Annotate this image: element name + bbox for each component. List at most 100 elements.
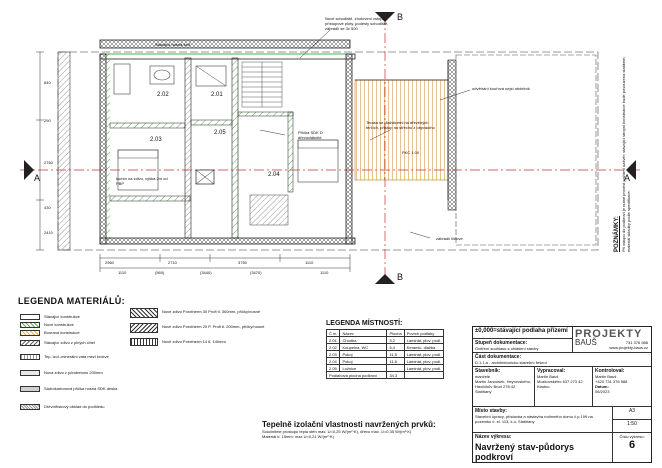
logo: PROJEKTY BAUŠ 731 376 988 www.projekty-b… bbox=[573, 327, 651, 353]
dim-bottom-3: 3750 bbox=[238, 260, 247, 265]
table-cell: Laminát, plov. podl. bbox=[403, 357, 445, 365]
legend-item-brick: Stávající zdivo z plných cihel bbox=[44, 340, 95, 345]
swatch-porobeton bbox=[20, 370, 40, 376]
logo-sub: BAUŠ bbox=[575, 338, 597, 347]
dim-bottom-5: 1110 bbox=[118, 270, 127, 275]
legend-item-existing: Stávající konstrukce bbox=[44, 314, 80, 319]
part-cell: Část dokumentace: D.1.1.a - architektoni… bbox=[473, 353, 651, 367]
table-cell: 6,4 bbox=[386, 343, 405, 351]
thermal-title: Tepelně izolační vlastnosti navržených p… bbox=[262, 420, 436, 429]
dim-left-4: 430 bbox=[44, 205, 51, 210]
place-cell: Místo stavby: Stavební úpravy, přístavba… bbox=[473, 407, 613, 433]
dim-left-5: 2410 bbox=[44, 230, 53, 235]
room-table: Č.m. Název Plocha Povrch podlahy 2.01 Ch… bbox=[325, 329, 445, 379]
dim-bottom-8: (3470) bbox=[250, 270, 262, 275]
notes-title: POZNÁMKY: bbox=[614, 216, 620, 252]
total-value: 34,3 bbox=[386, 371, 405, 379]
drawing-number-cell: Číslo výkresu: 6 bbox=[613, 433, 651, 462]
dim-bottom-6: (560) bbox=[155, 270, 165, 275]
table-cell: 2.05 bbox=[325, 364, 341, 372]
checked-label: Kontroloval: bbox=[595, 368, 625, 374]
table-cell bbox=[386, 364, 405, 372]
dim-left-2: 290 bbox=[44, 118, 51, 123]
part-label: Část dokumentace: bbox=[475, 354, 522, 360]
format-cell: A3 bbox=[613, 407, 651, 420]
drawing-area: Nové schodiště, zhotovení vstupů, přístu… bbox=[20, 12, 646, 284]
thermal-line-2: Materiál tl. 15mm: max U=0,21 W/(m²·K) bbox=[262, 434, 334, 439]
swatch-insulation bbox=[20, 354, 40, 360]
notes-text: Při vstupu do podkroví je nutné provést … bbox=[621, 56, 631, 252]
room-label-205: 2.05 bbox=[214, 130, 226, 136]
floor-plan bbox=[20, 12, 640, 284]
stage-value: Ověření souhlasu s ohlášení stavby bbox=[475, 346, 539, 351]
logo-phone: 731 376 988 bbox=[625, 340, 648, 345]
table-row: 2.05 Ložnice Laminát, plov. podl. bbox=[325, 364, 445, 372]
builder-value: manželé bbox=[475, 374, 491, 379]
swatch-demolished bbox=[20, 330, 40, 336]
table-cell: 2.03 bbox=[325, 350, 341, 358]
dim-bottom-1: 2960 bbox=[105, 260, 114, 265]
drawing-title-cell: Název výkresu: Navržený stav-půdorys pod… bbox=[473, 433, 613, 462]
notes-vertical: POZNÁMKY: Při vstupu do podkroví je nutn… bbox=[606, 40, 646, 255]
builder-address: Martin Janoušek, Heyrovského, Havlíčkův … bbox=[475, 379, 532, 394]
table-cell: Laminát, plov. podl. bbox=[403, 336, 445, 344]
table-cell bbox=[403, 371, 445, 379]
place-value: Stavební úpravy, přístavba a nástavba ro… bbox=[475, 414, 593, 424]
stage-label: Stupeň dokumentace: bbox=[475, 340, 528, 346]
scale-cell: 1:50 bbox=[613, 420, 651, 433]
note-terrace: Terasa se dlaždicemi na dřevěných terčíc… bbox=[366, 120, 435, 130]
room-legend: LEGENDA MÍSTNOSTÍ: Č.m. Název Plocha Pov… bbox=[325, 320, 461, 379]
room-table-header: Č.m. Název Plocha Povrch podlahy bbox=[325, 329, 445, 337]
author-cell: Vypracoval: Martin Bauš Mozkovského 637 … bbox=[535, 367, 593, 407]
legend-item-new: Nové konstrukce bbox=[44, 322, 74, 327]
header-cell: Název bbox=[339, 329, 388, 337]
stage-cell: Stupeň dokumentace: Ověření souhlasu s o… bbox=[473, 339, 573, 353]
swatch-sdk bbox=[20, 386, 40, 392]
swatch-brick bbox=[20, 340, 40, 346]
legend-item-sdk: Sádrokartonová příčka nosná SDK deska bbox=[44, 386, 118, 391]
legend-item-demolished: Bouraná konstrukce bbox=[44, 330, 80, 335]
drawing-label: Název výkresu: bbox=[475, 434, 512, 440]
legend-right-item-1: Nové zdivo Porotherm 30 Profi tl. 300mm,… bbox=[162, 309, 261, 314]
swatch-new bbox=[20, 322, 40, 328]
dim-left-3: 2760 bbox=[44, 160, 53, 165]
table-cell: Koupelna, WC bbox=[339, 343, 388, 351]
table-cell: Pokoj bbox=[339, 350, 388, 358]
note-exit-roof: odvětrání kouřová nejsí obdélník bbox=[472, 86, 530, 91]
place-label: Místo stavby: bbox=[475, 408, 507, 414]
author-name: Martin Bauš bbox=[537, 374, 559, 379]
note-handrail: zábradlí lištové bbox=[436, 236, 463, 241]
date-label: Datum: bbox=[595, 384, 609, 389]
legend-item-insulation: Tep. izol.-minerální vata mezi krokve bbox=[44, 354, 109, 359]
title-block: ±0,000=stávající podlaha přízemí PROJEKT… bbox=[472, 326, 652, 463]
table-row: 2.04 Pokoj 11,6 Laminát, plov. podl. bbox=[325, 357, 445, 365]
phone: +420 731 376 988 bbox=[595, 379, 628, 384]
drawing-no: 6 bbox=[628, 439, 636, 451]
format-value: A3 bbox=[628, 408, 636, 414]
header-cell: Plocha bbox=[386, 329, 405, 337]
legend-right-item-3: Nové zdivo Porotherm 14 tl. 140mm bbox=[162, 339, 226, 344]
logo-web: www.projekty-baus.cz bbox=[609, 345, 648, 350]
dim-bottom-2: 2710 bbox=[168, 260, 177, 265]
table-cell: 11,5 bbox=[386, 350, 405, 358]
part-value: D.1.1.a - architektonicko-stavební řešen… bbox=[475, 360, 547, 365]
note-chimney: komín na zdivu, výška 2m od PBP bbox=[116, 176, 168, 186]
table-cell: Laminát, plov. podl. bbox=[403, 350, 445, 358]
section-mark-a-right: A bbox=[624, 173, 631, 183]
builder-label: Stavebník: bbox=[475, 368, 501, 374]
room-legend-title: LEGENDA MÍSTNOSTÍ: bbox=[326, 320, 403, 327]
dim-bottom-4: 1110 bbox=[305, 260, 314, 265]
table-cell: Pokoj bbox=[339, 357, 388, 365]
swatch-porotherm-30 bbox=[130, 308, 158, 318]
material-legend: LEGENDA MATERIÁLŮ: Stávající konstrukce … bbox=[18, 296, 318, 466]
table-total-row: Podlahová plocha podkroví 34,3 bbox=[325, 371, 445, 379]
section-mark-b-top: B bbox=[397, 12, 404, 22]
date-value: 06/2023 bbox=[595, 389, 610, 394]
room-label-201: 2.01 bbox=[211, 92, 223, 98]
note-load-wall: Stávající nosná zeď bbox=[155, 42, 191, 47]
swatch-osb bbox=[20, 404, 40, 410]
author-label: Vypracoval: bbox=[537, 368, 566, 374]
table-cell: 2.02 bbox=[325, 343, 341, 351]
drawing-no-label: Číslo výkresu: bbox=[619, 434, 645, 439]
room-label-202: 2.02 bbox=[157, 92, 169, 98]
